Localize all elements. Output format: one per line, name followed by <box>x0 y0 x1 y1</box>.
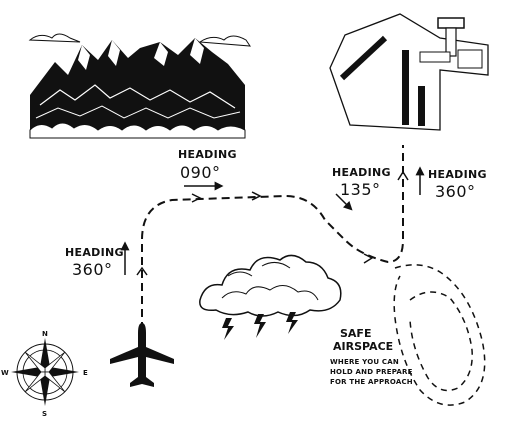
compass-east-label: E <box>83 369 88 377</box>
heading-right: HEADING 360° <box>415 166 487 201</box>
safe-airspace-desc-2: HOLD AND PREPARE <box>330 368 413 376</box>
heading-top: HEADING 090° <box>178 148 237 191</box>
flight-path <box>136 145 409 330</box>
runway-main <box>402 50 409 125</box>
heading-right-label: HEADING <box>428 168 487 181</box>
compass-rose-icon: N S E W <box>1 330 88 418</box>
compass-north-label: N <box>42 330 48 338</box>
compass-south-label: S <box>42 410 47 418</box>
safe-airspace-desc-3: FOR THE APPROACH <box>330 378 413 386</box>
lightning-bolt <box>254 314 266 338</box>
safe-airspace-desc-1: WHERE YOU CAN <box>330 358 399 366</box>
heading-right-value: 360° <box>435 182 476 201</box>
airport-illustration <box>329 13 489 131</box>
heading-top-label: HEADING <box>178 148 237 161</box>
storm-cloud-illustration <box>199 254 342 340</box>
heading-top-value: 090° <box>180 163 221 182</box>
heading-mid: HEADING 135° <box>332 166 391 211</box>
airplane-icon <box>110 323 174 387</box>
compass-west-label: W <box>1 369 9 377</box>
control-tower <box>437 17 465 29</box>
safe-airspace-title-1: SAFE <box>340 327 371 340</box>
heading-mid-label: HEADING <box>332 166 391 179</box>
heading-mid-arrow-icon <box>335 193 353 211</box>
safe-airspace-note: SAFE AIRSPACE WHERE YOU CAN HOLD AND PRE… <box>330 327 413 386</box>
holding-pattern <box>393 264 486 406</box>
heading-left-label: HEADING <box>65 246 124 259</box>
lightning-bolt <box>286 312 298 334</box>
safe-airspace-title-2: AIRSPACE <box>333 340 393 353</box>
heading-left: HEADING 360° <box>65 241 130 279</box>
lightning-bolt <box>222 318 234 340</box>
runway-short <box>418 86 425 126</box>
mountains-illustration <box>28 33 251 139</box>
heading-left-value: 360° <box>72 260 113 279</box>
runway-diagonal <box>339 35 388 81</box>
heading-mid-value: 135° <box>340 180 381 199</box>
